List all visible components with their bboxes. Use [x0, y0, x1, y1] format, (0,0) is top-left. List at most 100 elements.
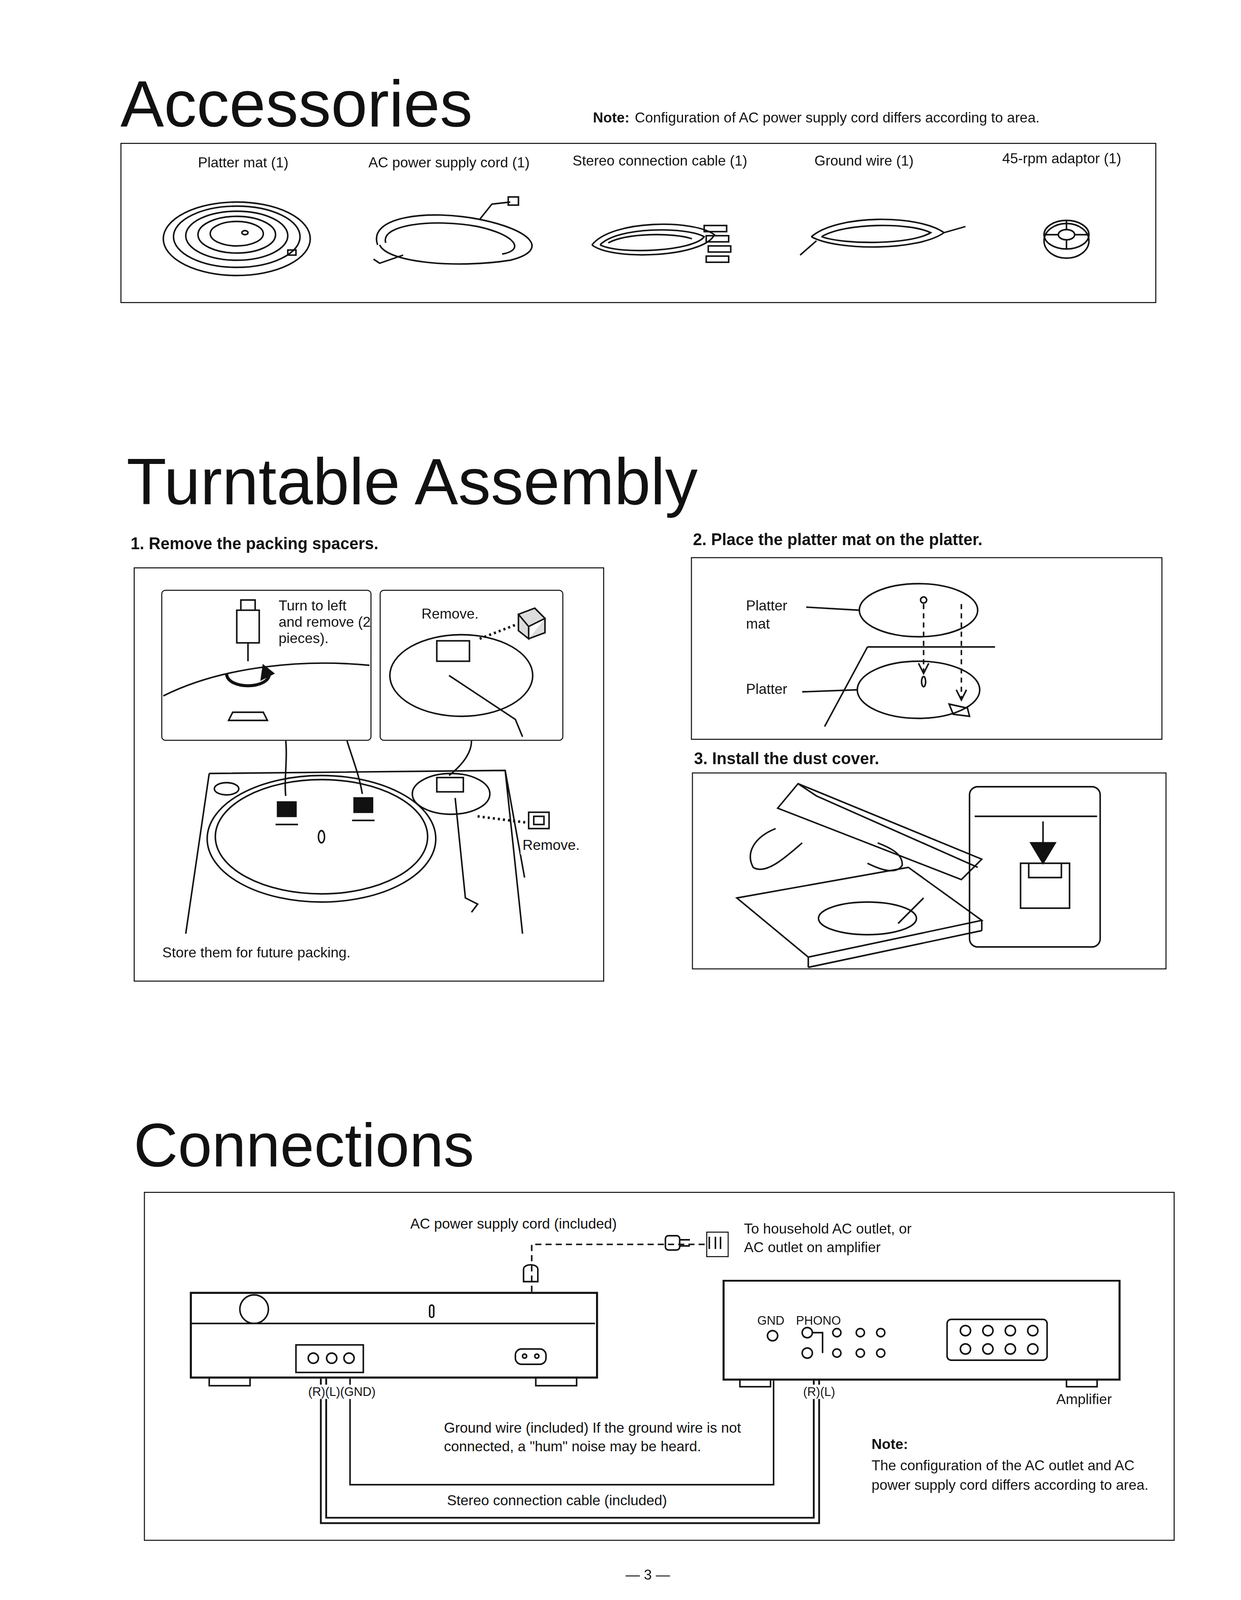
drawing-stroke — [1066, 1379, 1098, 1388]
part-label: (R)(L)(GND) — [306, 1384, 378, 1400]
part-label: Platter mat — [746, 596, 802, 633]
drawing-stroke — [436, 640, 470, 662]
drawing-stroke — [969, 786, 1101, 948]
drawing-stroke — [412, 773, 490, 815]
drawing-stroke — [876, 1328, 885, 1338]
step-panel: 3. Install the dust cover. — [692, 772, 1167, 970]
section-heading: Accessories — [120, 71, 473, 137]
drawing-stroke — [429, 1305, 434, 1318]
drawing-stroke — [436, 777, 464, 793]
drawing-stroke — [802, 1348, 813, 1359]
drawing-stroke — [798, 783, 978, 868]
drawing-stroke — [515, 1349, 547, 1365]
connection-drawings — [190, 1236, 1098, 1388]
drawing-stroke — [239, 1294, 269, 1324]
drawing-stroke — [508, 196, 519, 206]
step-panel: Turn to left and remove (2 pieces).Remov… — [133, 567, 605, 983]
drawing-stroke — [812, 1333, 823, 1354]
step-heading: 2. Place the platter mat on the platter. — [693, 529, 983, 550]
part-label: Store them for future packing. — [162, 943, 351, 962]
drawing-stroke — [960, 604, 963, 701]
drawing-stroke — [960, 1325, 971, 1337]
drawing-stroke — [859, 583, 978, 637]
drawing-stroke — [385, 223, 515, 255]
drawing-stroke — [856, 1349, 865, 1358]
drawing-stroke — [811, 219, 945, 248]
drawing-stroke — [982, 1325, 994, 1337]
drawing-stroke — [923, 604, 925, 674]
drawing-stroke — [185, 211, 289, 261]
note-text: Configuration of AC power supply cord di… — [635, 109, 1040, 127]
step-panel: 2. Place the platter mat on the platter.… — [690, 557, 1163, 741]
drawing-stroke — [275, 820, 375, 825]
ac-outlet: To household AC outlet, or AC outlet on … — [706, 1231, 729, 1258]
step-heading: 3. Install the dust cover. — [693, 749, 880, 769]
part-label: 45-rpm adaptor (1) — [1002, 150, 1122, 168]
drawing-stroke — [832, 1328, 841, 1338]
drawing-stroke — [343, 1353, 355, 1364]
drawing-stroke — [1027, 1343, 1039, 1355]
dust-cover-drawings — [737, 783, 1101, 968]
drawing-stroke — [215, 779, 428, 895]
spacer-drawings — [163, 600, 550, 934]
drawing-stroke — [163, 663, 370, 696]
cable-label: Ground wire (included) If the ground wir… — [441, 1419, 763, 1456]
drawing-stroke — [802, 1327, 813, 1339]
drawing-stroke — [479, 624, 517, 640]
part-label: Ground wire (1) — [814, 151, 914, 170]
drawing-stroke — [449, 741, 472, 777]
part-label: GND — [757, 1313, 785, 1329]
drawing-stroke — [750, 828, 802, 870]
cable-line — [350, 1378, 774, 1486]
drawing-stroke — [373, 255, 404, 264]
drawing-stroke — [808, 920, 983, 968]
cable-connector — [531, 1244, 707, 1293]
drawing-stroke — [236, 610, 260, 644]
drawing-stroke — [739, 1379, 771, 1388]
drawing-stroke — [800, 226, 966, 256]
drawing-stroke — [949, 704, 970, 717]
drawing-stroke — [477, 816, 526, 823]
drawing-stroke — [982, 1343, 994, 1355]
drawing-stroke — [1044, 220, 1090, 250]
drawing-stroke — [528, 812, 550, 829]
drawing-stroke — [390, 635, 533, 717]
drawing-stroke — [198, 216, 276, 254]
drawing-stroke — [706, 256, 729, 263]
drawing-stroke — [296, 1345, 364, 1373]
note-text: Note: — [592, 109, 630, 127]
cable-line — [323, 1378, 817, 1521]
drawing-stroke — [522, 1354, 527, 1359]
page-number: — 3 — — [625, 1566, 670, 1584]
drawing-stroke — [1027, 1325, 1039, 1337]
drawing-stroke — [326, 1353, 338, 1364]
drawing-stroke — [190, 1323, 596, 1325]
drawing-stroke — [209, 1377, 250, 1387]
part-label: To household AC outlet, or AC outlet on … — [743, 1220, 922, 1257]
inset-box: Remove. — [379, 590, 564, 742]
section-heading: Turntable Assembly — [126, 449, 698, 515]
drawing-stroke — [737, 867, 983, 958]
part-label: The configuration of the AC outlet and A… — [871, 1456, 1163, 1496]
drawing-stroke — [173, 206, 301, 268]
platter-drawings — [802, 583, 996, 727]
drawing-stroke — [318, 830, 325, 844]
drawing-stroke — [824, 647, 996, 728]
section-heading: Connections — [133, 1115, 474, 1177]
drawing-stroke — [534, 1354, 539, 1359]
drawing-stroke — [920, 596, 928, 604]
part-label: (R)(L) — [801, 1384, 837, 1400]
cable-connector — [350, 1378, 774, 1486]
drawing-stroke — [706, 235, 729, 243]
drawing-stroke — [1044, 220, 1090, 250]
drawing-stroke — [1005, 1325, 1016, 1337]
cable-line — [531, 1244, 707, 1293]
drawing-stroke — [163, 202, 311, 276]
drawing-stroke — [240, 600, 256, 662]
connections-panel: (R)(L)(GND)GNDPHONO(R)(L)AmplifierTo hou… — [143, 1192, 1175, 1542]
drawing-stroke — [185, 770, 525, 934]
drawing-stroke — [665, 1236, 680, 1251]
